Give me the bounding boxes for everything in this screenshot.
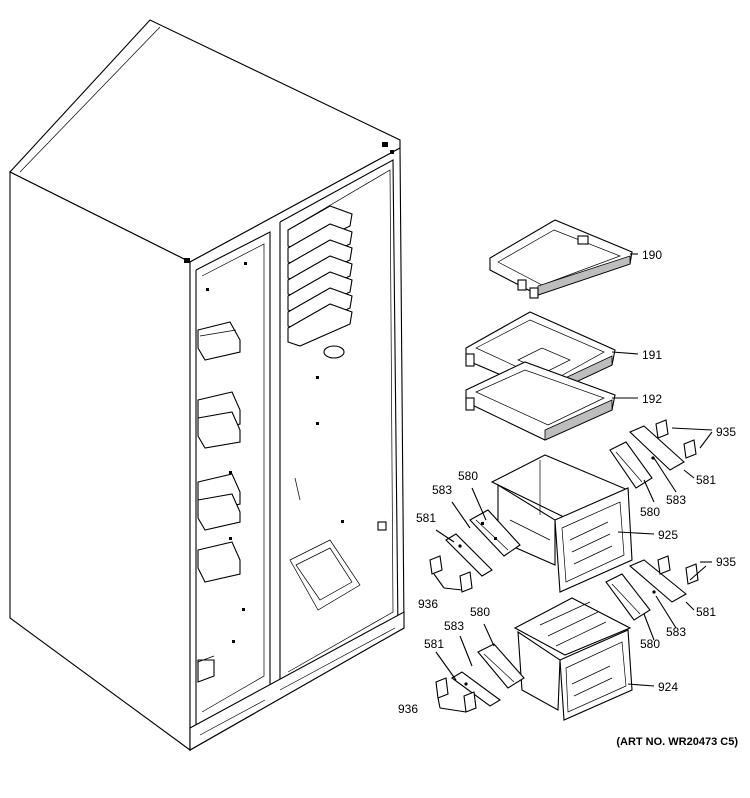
- shelf-190: [489, 219, 633, 299]
- label-581-lower-right: 581: [696, 605, 716, 619]
- label-925: 925: [658, 528, 678, 542]
- label-580-lower-right: 580: [640, 637, 660, 651]
- shelf-192: [465, 361, 616, 441]
- label-935-lower: 935: [716, 555, 736, 569]
- label-581-upper-left: 581: [416, 511, 436, 525]
- label-191: 191: [642, 348, 662, 362]
- label-581-lower-left: 581: [424, 637, 444, 651]
- slide-581-lower-right: [628, 559, 687, 603]
- fresh-food-shelf-rungs: [287, 205, 353, 359]
- stop-936-upper: [429, 555, 473, 593]
- slide-580-upper-right: [609, 441, 653, 489]
- drawer-925: [490, 454, 633, 593]
- freezer-shelves: [197, 321, 241, 683]
- slide-581-upper-right: [629, 425, 685, 471]
- part-labels: 190 191 192 935 581 583 580 925 580 583 …: [398, 248, 736, 716]
- label-935-upper: 935: [716, 425, 736, 439]
- label-583-upper-left: 583: [432, 483, 452, 497]
- label-580-upper-left: 580: [458, 469, 478, 483]
- label-190: 190: [642, 248, 662, 262]
- slide-581-lower-left: [451, 671, 501, 707]
- label-580-upper-right: 580: [640, 505, 660, 519]
- stop-936-lower: [435, 677, 477, 713]
- label-581-upper-right: 581: [696, 473, 716, 487]
- art-number: (ART NO. WR20473 C5): [616, 736, 738, 748]
- slide-580-lower-right: [605, 573, 651, 621]
- label-192: 192: [642, 392, 662, 406]
- stop-935-lower: [657, 555, 699, 585]
- slide-581-upper-left: [445, 533, 493, 577]
- refrigerator-cabinet: [9, 19, 405, 752]
- label-583-lower-right: 583: [666, 625, 686, 639]
- stop-935-upper: [655, 419, 697, 459]
- label-583-lower-left: 583: [444, 619, 464, 633]
- label-936-lower: 936: [398, 702, 418, 716]
- slide-580-upper-left: [469, 509, 521, 557]
- drawer-924: [513, 597, 633, 721]
- slide-580-lower-left: [477, 643, 525, 689]
- label-583-upper-right: 583: [666, 493, 686, 507]
- label-580-lower-left: 580: [470, 605, 490, 619]
- label-924: 924: [658, 680, 678, 694]
- leader-lines: [433, 253, 713, 713]
- label-936-upper: 936: [418, 597, 438, 611]
